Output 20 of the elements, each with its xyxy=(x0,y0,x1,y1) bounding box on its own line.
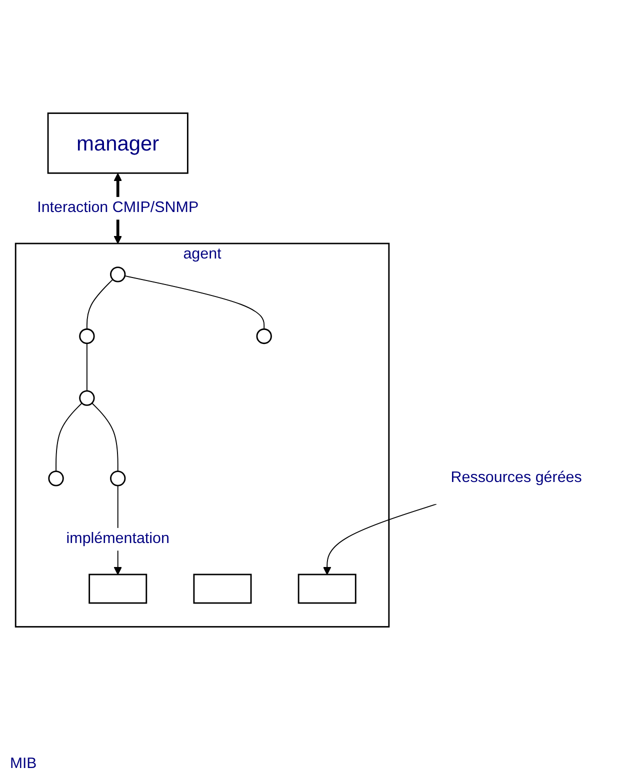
node-circle xyxy=(110,266,126,282)
edge-label: Interaction CMIP/SNMP xyxy=(37,200,199,216)
edge-label: implémentation xyxy=(66,530,170,547)
node-circle xyxy=(48,470,64,486)
connector xyxy=(86,278,114,330)
node-box xyxy=(298,574,356,604)
connector xyxy=(92,402,118,472)
node-circle xyxy=(110,470,126,486)
node-circle xyxy=(256,328,272,344)
tree-label: MIB xyxy=(10,755,37,772)
connector xyxy=(56,402,82,472)
node-circle xyxy=(79,390,95,406)
node-circle xyxy=(79,328,95,344)
connector xyxy=(124,275,265,330)
node-box xyxy=(193,574,252,604)
node-box xyxy=(88,574,148,604)
node-box: manager xyxy=(47,112,188,174)
connector xyxy=(86,342,88,392)
arrow xyxy=(322,504,437,575)
node-text: Ressources gérées xyxy=(450,470,582,486)
